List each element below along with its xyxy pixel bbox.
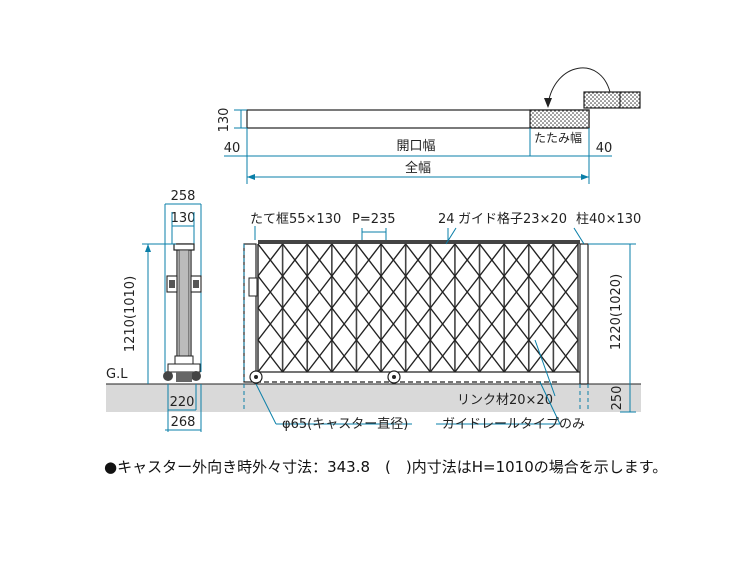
plan-opening-width: 開口幅 <box>396 139 435 154</box>
lattice-link <box>282 339 308 373</box>
side-dim-220: 220 <box>170 395 195 410</box>
lattice-link <box>454 307 481 341</box>
front-guide-lattice-label: ガイド格子23×20 <box>458 211 567 227</box>
footnote: ●キャスター外向き時外々寸法：343.8 ( )内寸法はH=1010の場合を示し… <box>104 458 668 476</box>
lattice-link <box>405 307 431 341</box>
lattice-link <box>257 243 284 277</box>
lattice-link <box>257 275 284 309</box>
lattice-link <box>429 339 456 373</box>
lattice-link <box>306 243 333 277</box>
front-post-label: 柱40×130 <box>576 212 641 227</box>
lattice-link <box>429 243 456 277</box>
lattice-link <box>380 339 407 373</box>
lattice-link <box>380 307 407 341</box>
lattice-link <box>503 339 530 373</box>
lattice-link <box>478 339 505 373</box>
lattice-link <box>454 243 481 277</box>
lattice-link <box>552 243 579 277</box>
lattice-link <box>282 275 308 309</box>
lattice-link <box>331 243 358 277</box>
lattice-link <box>503 275 530 309</box>
lattice-link <box>454 275 481 309</box>
plan-folded-section <box>529 109 590 129</box>
lattice-link <box>405 275 431 309</box>
lattice-link <box>503 243 530 277</box>
lattice-link <box>282 307 308 341</box>
lattice-link <box>478 243 505 277</box>
lattice-link <box>552 275 579 309</box>
lattice-link <box>528 243 554 277</box>
front-view: たて框55×130 P=235 24 ガイド格子23×20 柱40×130 12… <box>243 211 641 432</box>
lattice-link <box>257 307 284 341</box>
lattice-link <box>552 339 579 373</box>
side-dim-130: 130 <box>171 211 196 226</box>
lattice-link <box>552 307 579 341</box>
lattice-link <box>429 307 456 341</box>
plan-view: 130 40 開口幅 たたみ幅 40 全幅 <box>217 67 641 184</box>
lattice-link <box>503 307 530 341</box>
front-guide-rail-label: ガイドレールタイプのみ <box>442 417 585 432</box>
side-dim-268: 268 <box>171 415 196 430</box>
front-caster-label: φ65(キャスター直径) <box>282 417 408 432</box>
lattice-link <box>331 307 358 341</box>
lattice-link <box>355 275 382 309</box>
lattice-link <box>405 339 431 373</box>
ground-label: G.L <box>106 367 128 382</box>
front-link-material-label: リンク材20×20 <box>457 393 553 408</box>
front-right-post <box>579 243 589 385</box>
front-pitch-label: P=235 <box>352 212 396 227</box>
lattice-link <box>528 307 554 341</box>
lattice-link <box>355 339 382 373</box>
lattice-link <box>331 339 358 373</box>
front-dim-24: 24 <box>438 212 455 227</box>
lattice-link <box>355 307 382 341</box>
side-height: 1210(1010) <box>123 276 138 352</box>
lattice-link <box>331 275 358 309</box>
lattice-link <box>405 243 431 277</box>
front-vertical-frame-label: たて框55×130 <box>250 212 341 227</box>
lattice-link <box>306 339 333 373</box>
plan-stored-block <box>583 91 641 109</box>
side-caster-right <box>191 371 201 381</box>
lattice-link <box>257 339 284 373</box>
side-view: 258 130 1210(1010) 220 268 <box>123 189 202 432</box>
swing-arrow <box>547 67 611 105</box>
lattice-link <box>306 275 333 309</box>
plan-dim-40-left: 40 <box>224 141 241 156</box>
lattice-link <box>528 275 554 309</box>
front-left-frame <box>243 243 257 383</box>
front-dim-250: 250 <box>610 386 625 411</box>
lattice-link <box>380 243 407 277</box>
lattice-link <box>306 307 333 341</box>
plan-dim-130: 130 <box>217 108 232 133</box>
front-height: 1220(1020) <box>609 274 624 350</box>
side-dim-258: 258 <box>171 189 196 204</box>
side-caster-left <box>163 371 173 381</box>
plan-folded-width: たたみ幅 <box>534 130 582 145</box>
lattice-link <box>380 275 407 309</box>
lattice-link <box>282 243 308 277</box>
lattice-link <box>454 339 481 373</box>
plan-dim-40-right: 40 <box>596 141 613 156</box>
lattice-link <box>429 275 456 309</box>
lattice-link <box>478 307 505 341</box>
lattice-link <box>478 275 505 309</box>
lattice-link <box>355 243 382 277</box>
link-lattice <box>257 243 579 373</box>
plan-overall-width: 全幅 <box>405 160 431 176</box>
